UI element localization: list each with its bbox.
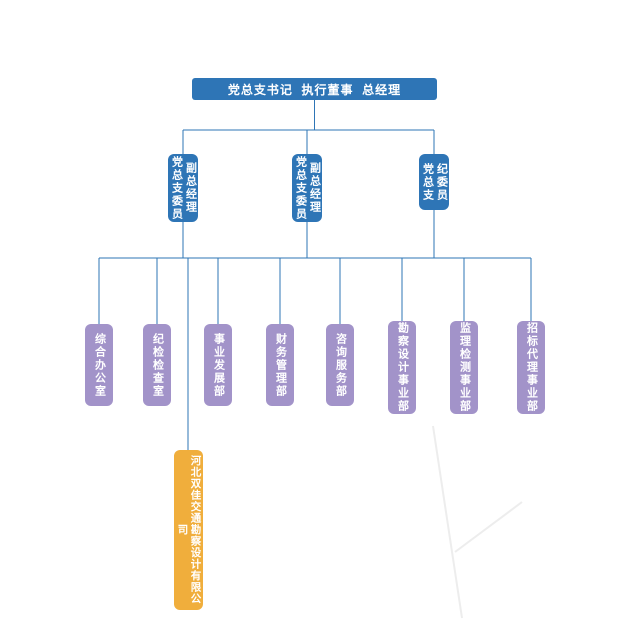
- dept-node-label: 咨询服务部: [334, 332, 347, 398]
- deputy-node-2-label-left: 党总支委员: [294, 155, 307, 221]
- dept-node-label: 财务管理部: [274, 332, 287, 398]
- dept-node: 招标代理事业部: [517, 321, 545, 414]
- discipline-committee-label-left: 党总支: [421, 162, 434, 202]
- company-node-label: 河北双佳交通勘察设计有限公司: [176, 455, 202, 605]
- deputy-node-1-label-left: 党总支委员: [170, 155, 183, 221]
- dept-node-label: 勘察设计事业部: [396, 322, 409, 413]
- dept-node-label: 纪检检查室: [151, 332, 164, 398]
- dept-node: 综合办公室: [85, 324, 113, 406]
- watermark: [432, 425, 523, 619]
- deputy-node-1: 党总支委员 副总经理: [168, 154, 198, 222]
- discipline-committee-label-right: 纪委员: [435, 162, 448, 202]
- dept-node: 勘察设计事业部: [388, 321, 416, 414]
- dept-node-label: 事业发展部: [212, 332, 225, 398]
- discipline-committee-node: 党总支 纪委员: [419, 154, 449, 210]
- dept-node: 咨询服务部: [326, 324, 354, 406]
- company-node: 河北双佳交通勘察设计有限公司: [174, 450, 203, 610]
- dept-node-label: 监理检测事业部: [458, 322, 471, 413]
- deputy-node-2-label-right: 副总经理: [308, 162, 321, 214]
- root-node-label: 党总支书记 执行董事 总经理: [227, 82, 402, 97]
- dept-node-label: 招标代理事业部: [525, 322, 538, 413]
- dept-node: 事业发展部: [204, 324, 232, 406]
- deputy-node-2: 党总支委员 副总经理: [292, 154, 322, 222]
- dept-node: 监理检测事业部: [450, 321, 478, 414]
- deputy-node-1-label-right: 副总经理: [184, 162, 197, 214]
- dept-node: 纪检检查室: [143, 324, 171, 406]
- root-node: 党总支书记 执行董事 总经理: [192, 78, 437, 100]
- dept-node: 财务管理部: [266, 324, 294, 406]
- dept-node-label: 综合办公室: [93, 332, 106, 398]
